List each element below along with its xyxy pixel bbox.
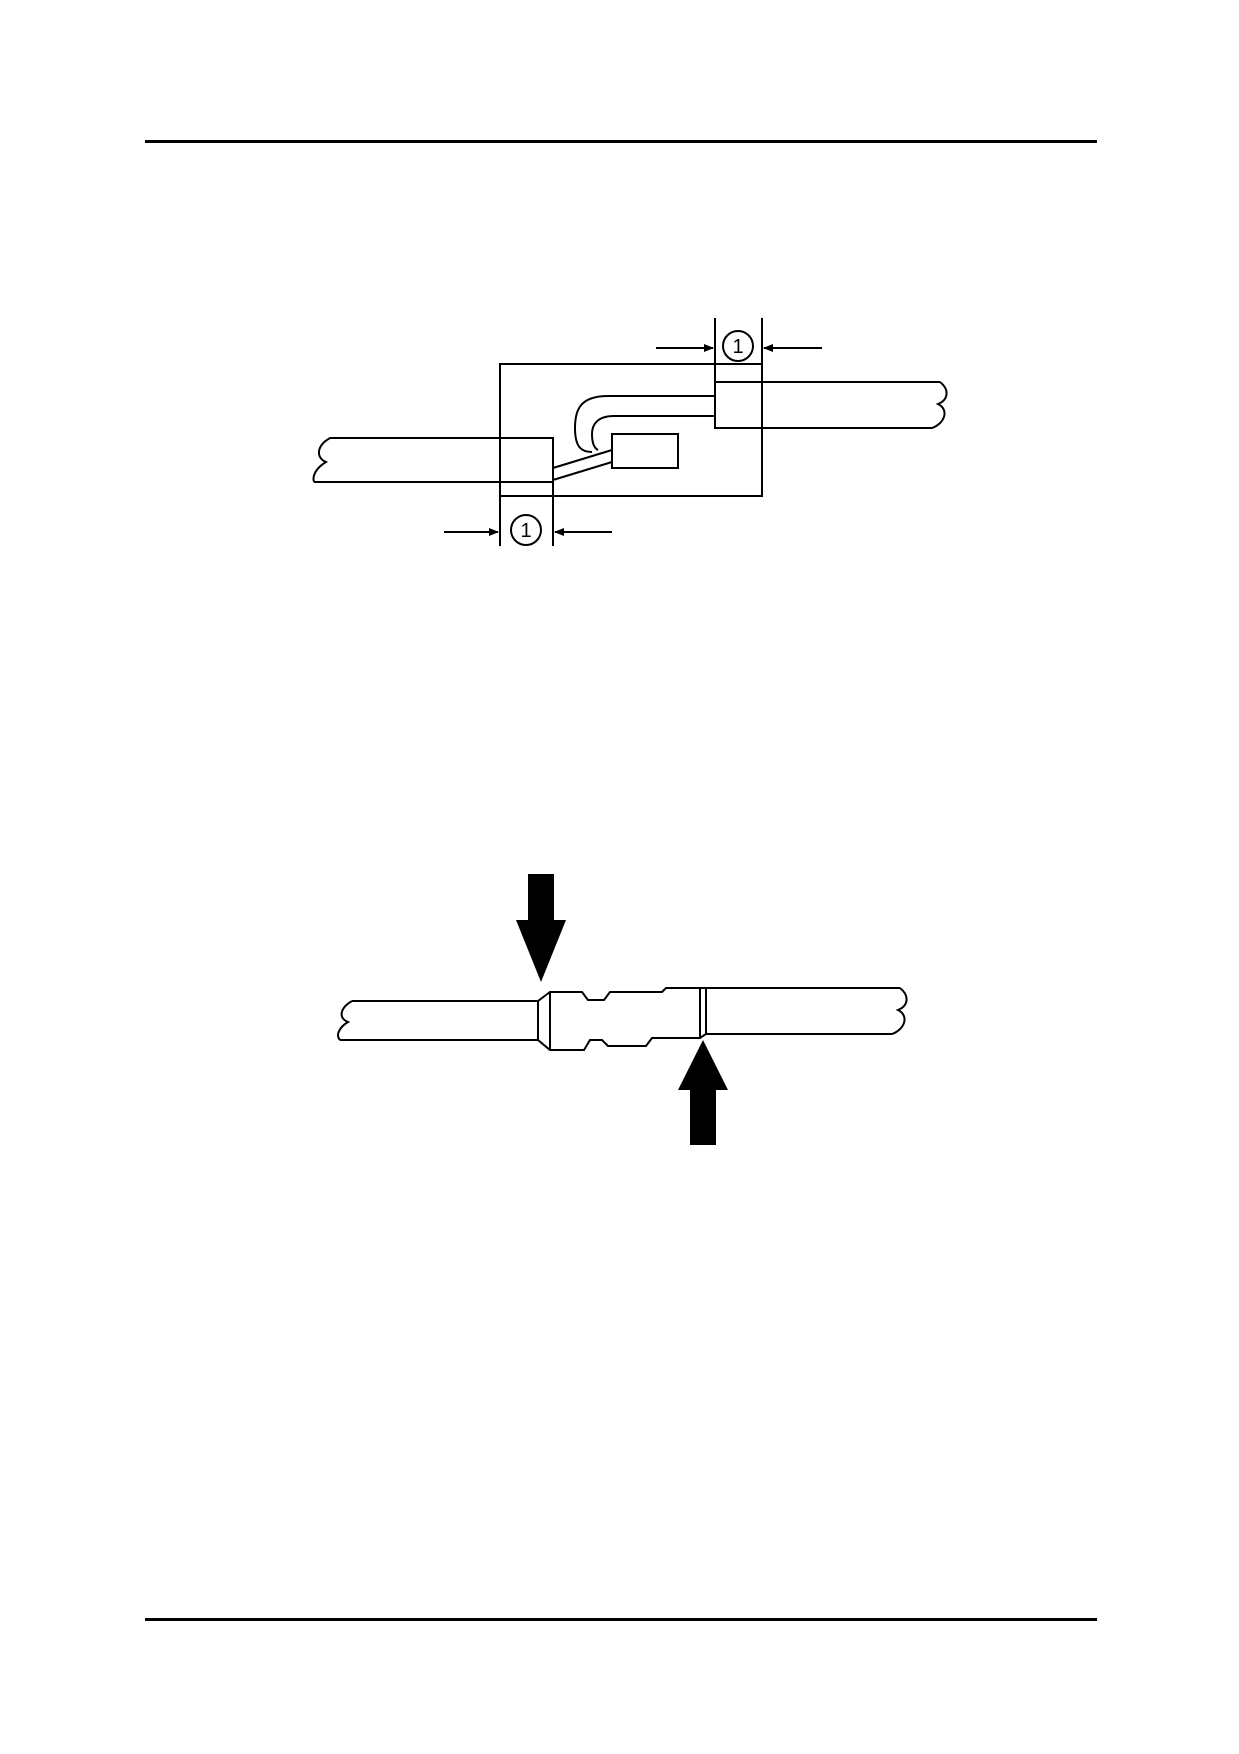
crimp-terminal-body (537, 987, 707, 1051)
up-arrow-icon (678, 1040, 728, 1145)
right-conductor-bend-inner (590, 415, 715, 451)
callout-circle-top (722, 330, 754, 362)
crimp-terminal-diagram (337, 987, 908, 1051)
crimp-right-wire (706, 987, 908, 1035)
callout-label-top: 1 (732, 336, 743, 358)
right-wire-insulation-end (714, 381, 763, 429)
crimp-left-wire-break (337, 1000, 353, 1041)
left-wire-break (312, 437, 331, 483)
header-rule (145, 140, 1097, 143)
footer-rule (145, 1618, 1097, 1621)
left-wire-insulation-end (499, 437, 554, 483)
crimp-right-wire-break (891, 987, 908, 1035)
heat-shrink-sleeve (499, 363, 763, 497)
splice-connector (611, 433, 679, 469)
crimp-left-wire (337, 1000, 538, 1041)
down-arrow-icon (516, 874, 566, 982)
right-wire (762, 381, 948, 429)
callout-circle-bottom (510, 514, 542, 546)
inspection-arrows (516, 874, 728, 1145)
splice-overlap-diagram (312, 318, 948, 546)
callout-label-bottom: 1 (520, 520, 531, 542)
right-conductor-bend (573, 395, 715, 453)
left-wire (312, 437, 500, 483)
right-wire-break (931, 381, 948, 429)
left-conductor (552, 449, 613, 481)
